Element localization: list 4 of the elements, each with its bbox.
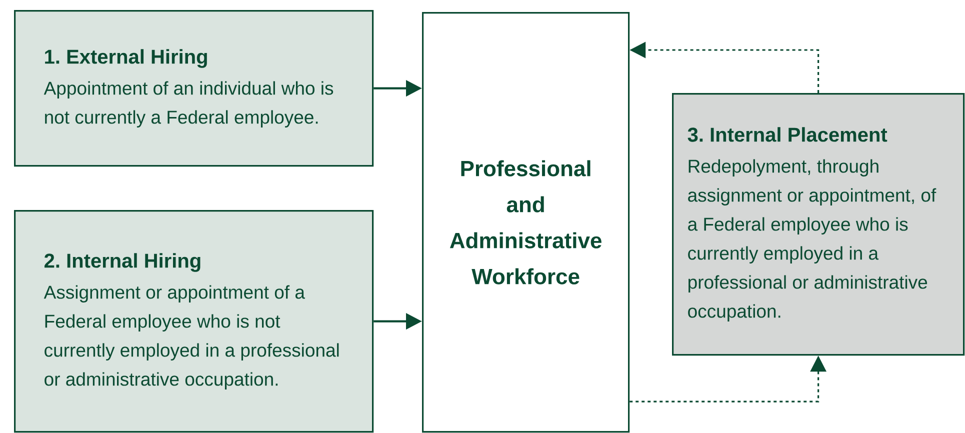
text-box: 3. Internal Placement Redepolyment, through assignment or appointment, of a Federal employee who is currently employed in a professional or administrative occupation. bbox=[672, 93, 965, 356]
text-box: 2. Internal Hiring Assignment or appointment of a Federal employee who is not currently employed in a professional or administrative occupation. bbox=[14, 210, 374, 433]
text-box: Professional and Administrative Workforce bbox=[422, 12, 630, 433]
text-box: 1. External Hiring Appointment of an individual who is not currently a Federal employee. bbox=[14, 10, 374, 167]
